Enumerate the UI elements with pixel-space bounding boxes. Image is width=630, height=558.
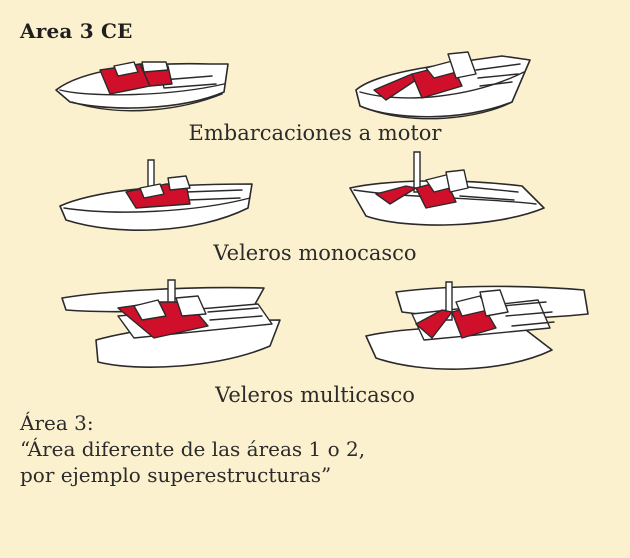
caption-monohull-sailboats: Veleros monocasco [213, 241, 417, 265]
caption-multihull-sailboats: Veleros multicasco [215, 383, 415, 407]
monohull-sailboat-right [349, 151, 545, 226]
multihull-sailboat-right [365, 281, 589, 370]
monohull-sailboat-left [59, 159, 253, 231]
caption-motor-boats: Embarcaciones a motor [188, 121, 442, 145]
note-area-label: Área 3: [20, 411, 94, 435]
diagram-title: Area 3 CE [20, 19, 133, 43]
note-definition-line2: por ejemplo superestructuras” [20, 463, 332, 487]
note-definition-line1: “Área diferente de las áreas 1 o 2, [20, 437, 366, 461]
motor-boat-left [55, 61, 229, 112]
multihull-sailboat-left [61, 279, 281, 368]
motor-boat-right [355, 51, 531, 120]
